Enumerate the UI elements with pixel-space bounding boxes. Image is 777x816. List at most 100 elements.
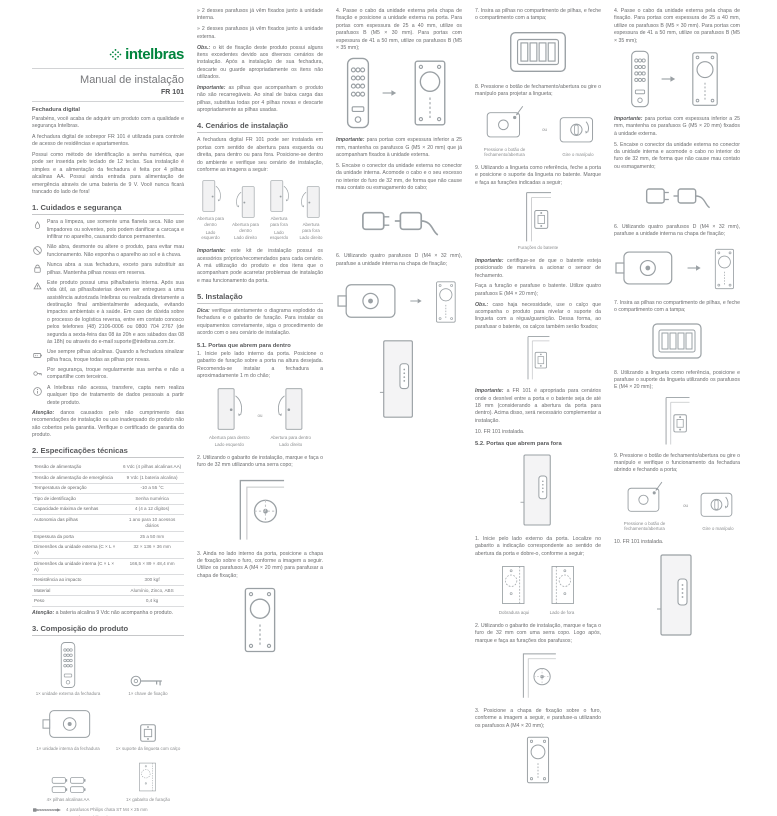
important-text: para portas com espessura inferior a 25 …: [336, 137, 462, 158]
care-item-text: Não abra, desmonte ou altere o produto, …: [47, 244, 184, 258]
section-title-scenarios: 4. Cenários de instalação: [197, 121, 323, 134]
mounting-plate-diagram: [520, 734, 556, 786]
scenario-door: Abertura para dentro Lado esquerdo: [197, 178, 224, 241]
template-outside-cell: Lado de fora: [542, 562, 582, 616]
care-item: Nunca abra a sua fechadura, exceto para …: [32, 262, 184, 277]
step4-external-unit-figure: [336, 56, 462, 130]
or-label: ou: [683, 502, 688, 508]
step8-actuation-figure: Pressione o botão de fechamento/abertura…: [475, 103, 601, 158]
important-label: Importante:: [475, 388, 504, 395]
obs-label: Obs.:: [197, 44, 211, 51]
template-outside-diagram: [542, 562, 582, 608]
composition-caption: 4× pilhas alcalinas AA: [46, 796, 90, 802]
step6-internal-unit-figure: [336, 272, 462, 330]
scenario-doors-figure: Abertura para dentro Lado esquerdo Abert…: [197, 178, 323, 241]
door-caption: Lado direito: [234, 235, 257, 241]
step6-result-figure: [336, 337, 462, 421]
battery-compartment-diagram: [501, 27, 575, 77]
door-variant: Abertura para dentro Lado esquerdo: [209, 385, 250, 448]
door-caption: Abertura para fora: [270, 216, 288, 227]
composition-item: 4× pilhas alcalinas AA: [46, 775, 90, 803]
step7-batteries-figure: [475, 27, 601, 77]
important-label: Importante:: [614, 115, 643, 122]
turn-knob-diagram: [696, 484, 740, 524]
template-fold-cell: Dobradura aqui: [494, 562, 534, 616]
latch-shim-diagram: [518, 335, 558, 381]
section-title-composition: 3. Composição do produto: [32, 624, 184, 637]
composition-caption: 1× suporte da lingueta com calço: [115, 746, 181, 752]
important-label: Importante:: [197, 84, 226, 91]
care-item: Não abra, desmonte ou altere o produto, …: [32, 244, 184, 259]
important-note: Importante: para portas com espessura in…: [336, 137, 462, 159]
care-item-text: Este produto possui uma pilha/bateria in…: [47, 279, 184, 345]
final-installed-figure: [614, 551, 740, 639]
door-caption: Abertura para dentro: [232, 221, 259, 233]
cable-connector-diagram: [354, 196, 444, 246]
screw-note: » 2 desses parafusos já vêm fixados junt…: [197, 8, 323, 22]
spec-value: 4 (4 a 12 dígitos): [120, 504, 184, 516]
screws-list: 4 parafusos Philips chata ST M4 × 25 mm …: [32, 807, 184, 816]
install-step: 8. Pressione o botão de fechamento/abert…: [475, 83, 601, 98]
door-open-in-left-icon: [213, 385, 245, 433]
info-icon: [32, 386, 43, 397]
screw-caption: 4 parafusos Philips chata ST M4 × 25 mm: [66, 806, 148, 812]
door-caption: Abertura para dentro: [197, 216, 224, 227]
drop-icon: [32, 220, 43, 231]
latch-support-diagram: [515, 191, 561, 243]
step9-latch-support-figure: Furações do batente: [475, 191, 601, 251]
spec-label: Dimensões da unidade interna (C × L × A): [32, 558, 121, 576]
turn-knob-diagram: [555, 108, 601, 150]
knob-caption: Gire o manípulo: [562, 152, 594, 158]
door-open-in-right-icon: [234, 184, 258, 220]
warning-label: Atenção:: [32, 409, 55, 416]
or-label: ou: [542, 127, 547, 133]
install-step: 8. Utilizando a lingueta como referência…: [614, 369, 740, 391]
important-text: certifique-se de que o batente esteja po…: [475, 257, 601, 279]
install-step-final: 10. FR 101 instalada.: [475, 428, 525, 435]
manual-title: Manual de instalação: [80, 74, 184, 86]
door-caption: Lado direito: [299, 235, 323, 241]
subsection-title-doors-out: 5.2. Portas que abrem para fora: [475, 440, 562, 447]
important-label: Importante:: [336, 137, 365, 144]
model-number: FR 101: [161, 89, 184, 96]
screw-note: » 2 desses parafusos já vêm fixados junt…: [197, 26, 323, 40]
install-step-continuation: Faça a furação e parafuse o batente. Uti…: [475, 283, 601, 297]
tip-note: Dica: verifique atentamente o diagrama e…: [197, 308, 323, 338]
composition-item: 1× unidade externa da fechadura: [36, 641, 100, 697]
step7-batteries-figure: [614, 319, 740, 363]
care-warning: Atenção: danos causados pelo não cumprim…: [32, 410, 184, 440]
press-button-diagram: [623, 479, 667, 519]
step9-actuation-figure: Pressione o botão de fechamento/abertura…: [614, 479, 740, 532]
spec-value: Senha numérica: [120, 493, 184, 505]
step6-internal-unit-figure: [614, 243, 740, 293]
door-caption: Lado esquerdo: [269, 229, 289, 241]
door-caption: Abertura para dentro: [270, 434, 311, 440]
arrow-right-icon: [409, 297, 422, 305]
internal-unit-diagram: [614, 243, 678, 293]
care-item: A Intelbras não acessa, transfere, capta…: [32, 385, 184, 407]
installed-lock-outside-diagram: [517, 451, 559, 529]
door-open-out-left-icon: [267, 178, 291, 214]
spec-label: Material: [32, 585, 121, 597]
hole-saw-diagram: [229, 474, 291, 544]
important-label: Importante:: [475, 257, 504, 264]
important-text: a FR 101 é apropriada para cenários onde…: [475, 388, 601, 424]
turn-knob-variant: Gire o manípulo: [555, 108, 601, 158]
important-note: Importante: este kit de instalação possu…: [197, 248, 323, 285]
door-caption: Lado esquerdo: [214, 442, 244, 448]
install-step-final: 10. FR 101 instalada.: [614, 539, 664, 546]
section-title-care: 1. Cuidados e segurança: [32, 203, 184, 216]
table-row: Dimensões da unidade interna (C × L × A)…: [32, 558, 184, 576]
care-item-text: A Intelbras não acessa, transfere, capta…: [47, 384, 184, 406]
spec-label: Resistência ao impacto: [32, 574, 121, 586]
spec-label: Tensão de alimentação: [32, 462, 121, 473]
install-step: 9. Utilizando a lingueta como referência…: [475, 164, 601, 186]
subsection-title-doors-in: 5.1. Portas que abrem para dentro: [197, 342, 291, 349]
install-step: 3. Posicione a chapa de fixação sobre o …: [475, 707, 601, 729]
install-step: 7. Insira as pilhas no compartimento de …: [475, 8, 601, 22]
door-caption: Lado esquerdo: [201, 229, 220, 241]
important-text: este kit de instalação possui os acessór…: [197, 248, 323, 284]
mounting-plate-diagram: [709, 245, 740, 293]
